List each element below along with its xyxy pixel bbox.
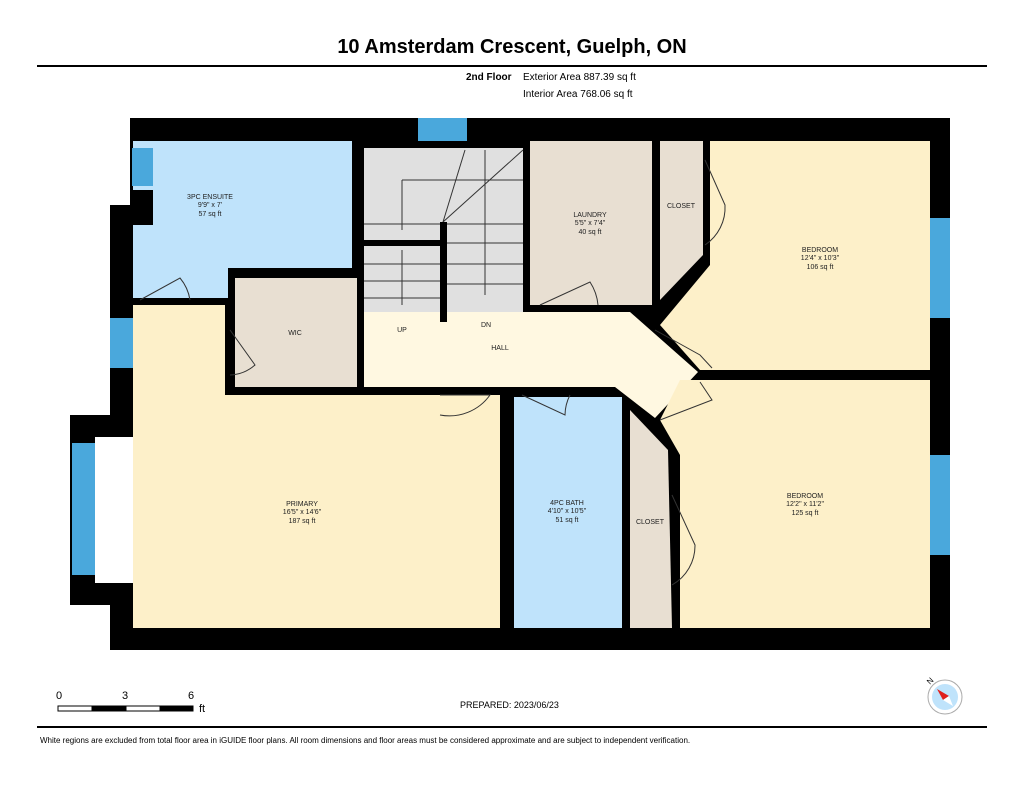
room-dims: 12'4" x 10'3" [801, 255, 840, 262]
window [930, 455, 950, 555]
scale-unit: ft [199, 703, 206, 715]
stairs-up-label: UP [397, 327, 407, 334]
prepared-date: PREPARED: 2023/06/23 [460, 700, 559, 710]
footer-divider [37, 726, 987, 728]
window [110, 318, 133, 368]
room-primary [133, 305, 500, 628]
excluded-bay [95, 437, 133, 583]
stairs-down-label: DN [481, 322, 491, 329]
compass-north: N [925, 676, 936, 687]
room-area: 106 sq ft [807, 264, 834, 271]
window [930, 218, 950, 318]
floor-name: 2nd Floor [466, 72, 512, 83]
scale-tick-6: 6 [188, 690, 195, 702]
window [132, 148, 153, 186]
header-divider [37, 65, 987, 67]
scale-tick-0: 0 [56, 690, 63, 702]
windows [72, 118, 950, 575]
compass-icon: N [925, 676, 963, 715]
room-label: 4PC BATH [550, 500, 584, 507]
scale-tick-3: 3 [122, 690, 129, 702]
room-bedroom-top [660, 141, 930, 370]
room-label: CLOSET [636, 519, 665, 526]
window [72, 443, 95, 575]
room-bedroom-bottom [660, 380, 930, 628]
interior-area: Interior Area 768.06 sq ft [523, 89, 633, 100]
room-label: HALL [491, 345, 509, 352]
room-dims: 12'2" x 11'2" [786, 501, 824, 508]
room-dims: 4'10" x 10'5" [548, 508, 587, 515]
room-bath [514, 397, 622, 628]
room-closet-bottom [630, 410, 672, 628]
room-area: 187 sq ft [289, 518, 316, 525]
doors [139, 159, 726, 586]
room-area: 40 sq ft [579, 229, 602, 236]
room-closet-top [660, 141, 703, 300]
room-ensuite [133, 141, 352, 298]
exterior-area: Exterior Area 887.39 sq ft [523, 72, 636, 83]
room-label: CLOSET [667, 203, 696, 210]
room-area: 57 sq ft [199, 211, 222, 218]
room-area: 125 sq ft [792, 510, 819, 517]
room-label: LAUNDRY [573, 212, 607, 219]
room-dims: 9'9" x 7' [198, 202, 222, 209]
room-label: BEDROOM [787, 493, 823, 500]
room-label: WIC [288, 330, 302, 337]
room-label: PRIMARY [286, 501, 318, 508]
room-area: 51 sq ft [556, 517, 579, 524]
page-title: 10 Amsterdam Crescent, Guelph, ON [337, 36, 687, 58]
room-dims: 16'5" x 14'6" [283, 509, 322, 516]
room-hall [364, 312, 698, 418]
stair-wall [364, 240, 444, 246]
window [418, 118, 467, 141]
stair-treads [364, 149, 524, 305]
room-dims: 5'5" x 7'4" [575, 220, 606, 227]
room-label: 3PC ENSUITE [187, 194, 233, 201]
room-wic [235, 278, 357, 387]
room-label: BEDROOM [802, 247, 838, 254]
room-laundry [530, 141, 652, 305]
disclaimer: White regions are excluded from total fl… [40, 736, 691, 745]
stair-wall [440, 222, 447, 322]
scale-bar [57, 705, 194, 712]
